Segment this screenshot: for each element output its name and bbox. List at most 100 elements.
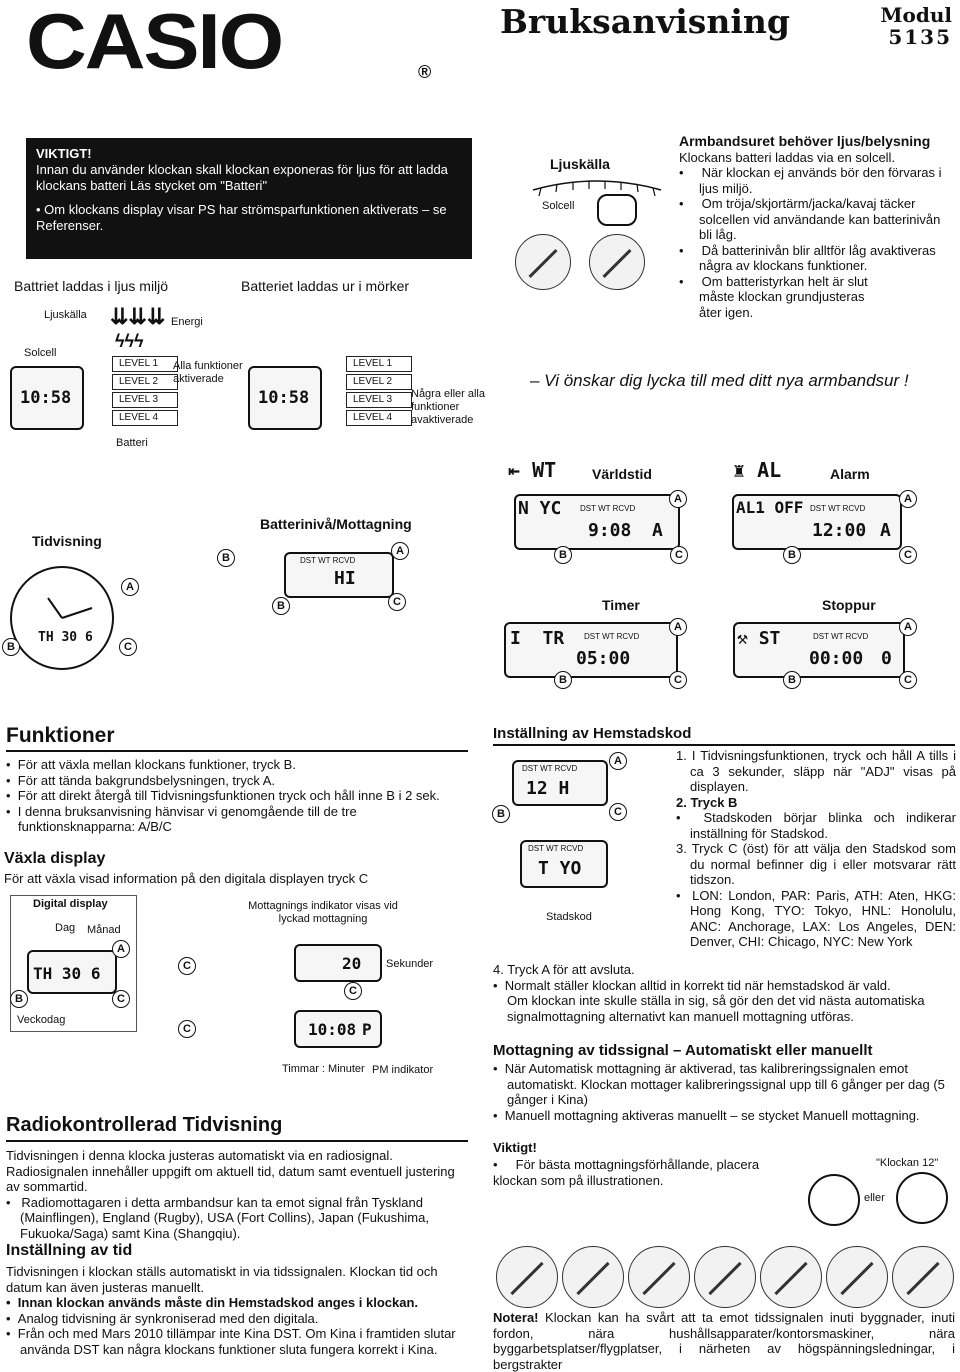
button-c[interactable]: C: [119, 638, 137, 656]
button-b[interactable]: B: [272, 597, 290, 615]
level-3: LEVEL 3: [112, 392, 178, 408]
no-construction-icon: [694, 1246, 756, 1308]
solcell-label: Solcell: [542, 200, 575, 212]
button-b[interactable]: B: [217, 549, 235, 567]
hi-display: HI: [334, 568, 356, 589]
button-c[interactable]: C: [178, 957, 196, 975]
level-4: LEVEL 4: [346, 410, 412, 426]
button-a[interactable]: A: [609, 752, 627, 770]
alarm-label-display: AL1 OFF: [736, 498, 804, 517]
button-b[interactable]: B: [783, 671, 801, 689]
strap-section: Armbandsuret behöver ljus/belysning Kloc…: [679, 133, 954, 320]
home-city-label: Stadskod: [546, 911, 592, 923]
pm-indicator-label: PM indikator: [372, 1064, 434, 1076]
button-c[interactable]: C: [609, 803, 627, 821]
no-appliance-icon: [628, 1246, 690, 1308]
warning-title: VIKTIGT!: [36, 146, 92, 161]
step-4: 4. Tryck A för att avsluta.: [493, 962, 635, 977]
reception-indicator-note: Mottagnings indikator visas vid lyckad m…: [248, 900, 398, 925]
city-codes: • LON: London, PAR: Paris, ATH: Aten, HK…: [676, 887, 956, 950]
mode-timer: Timer: [602, 597, 640, 613]
button-c[interactable]: C: [112, 990, 130, 1008]
mode-timekeeping: Tidvisning: [32, 533, 102, 549]
button-b[interactable]: B: [554, 546, 572, 564]
mottagning-title: Mottagning av tidssignal – Automatiskt e…: [493, 1042, 873, 1059]
no-vehicle-icon: [562, 1246, 624, 1308]
vaxla-text: För att växla visad information på den d…: [4, 871, 369, 886]
divider: [493, 744, 955, 746]
vaxla-title: Växla display: [4, 850, 106, 867]
modul-word: Modul: [880, 3, 952, 27]
day-month-display: TH 30 6: [27, 950, 117, 994]
button-b[interactable]: B: [492, 805, 510, 823]
light-source-illustration: Ljuskälla Solcell: [515, 150, 665, 300]
button-b[interactable]: B: [2, 638, 20, 656]
button-a[interactable]: A: [669, 618, 687, 636]
battery-levels-discharged: LEVEL 1 LEVEL 2 LEVEL 3 LEVEL 4: [346, 356, 412, 428]
button-a[interactable]: A: [391, 542, 409, 560]
button-a[interactable]: A: [899, 618, 917, 636]
button-c[interactable]: C: [899, 546, 917, 564]
divider: [6, 750, 468, 752]
page-title: Bruksanvisning: [500, 2, 790, 41]
button-c[interactable]: C: [178, 1020, 196, 1038]
modul-label: Modul 5135: [880, 4, 952, 48]
button-a[interactable]: A: [121, 578, 139, 596]
light-source-label: Ljuskälla: [44, 309, 87, 321]
button-b[interactable]: B: [554, 671, 572, 689]
installning-tid-title: Inställning av tid: [6, 1242, 133, 1259]
button-b[interactable]: B: [783, 546, 801, 564]
warning-line2: Läs stycket om "Batteri": [129, 178, 268, 193]
all-active-label: Alla funktioner aktiverade: [173, 360, 243, 385]
list-item: • Om tröja/skjortärm/jacka/kavaj täcker …: [679, 196, 941, 242]
digital-display-diagram: Digital display Dag Månad TH 30 6 Veckod…: [10, 895, 137, 1032]
dark-charge-title: Batteriet laddas ur i mörker: [241, 278, 410, 294]
list-item: • Då batterinivån blir alltför låg avakt…: [679, 242, 936, 274]
normal-note-cont: Om klockan inte skulle ställa in sig, så…: [507, 993, 925, 1024]
battery-levels-charged: LEVEL 1 LEVEL 2 LEVEL 3 LEVEL 4: [112, 356, 178, 428]
solar-cell-label: Solcell: [24, 347, 57, 359]
dst-indicator: DST WT RCVD: [522, 764, 578, 773]
digital-display-label: Digital display: [33, 898, 108, 910]
stopwatch-display: ⚒ ST DST WT RCVD 00:00 0: [733, 622, 905, 678]
watch-position-icon: [896, 1172, 948, 1224]
list-item: • För att växla mellan klockans funktion…: [6, 757, 296, 772]
month-label: Månad: [87, 924, 121, 936]
radio-paragraph: Tidvisningen i denna klocka justeras aut…: [6, 1148, 455, 1194]
button-a[interactable]: A: [899, 490, 917, 508]
list-item: • När Automatisk mottagning är aktiverad…: [493, 1061, 945, 1107]
button-c[interactable]: C: [670, 546, 688, 564]
installning-tid-paragraph: Tidvisningen i klockan ställs automatisk…: [6, 1264, 438, 1295]
no-building-icon: [496, 1246, 558, 1308]
radio-bullet: • Radiomottagaren i detta armbandsur kan…: [6, 1194, 429, 1241]
button-c[interactable]: C: [344, 982, 362, 1000]
button-c[interactable]: C: [899, 671, 917, 689]
button-a[interactable]: A: [112, 940, 130, 958]
no-sleeve-watch-icon: [589, 234, 645, 290]
battery-receive-display: DST WT RCVD HI: [284, 552, 394, 598]
watch-icon: [597, 194, 637, 226]
mode-stopwatch: Stoppur: [822, 597, 876, 613]
watch-hands-icon: [47, 597, 93, 619]
no-powerline-icon: [760, 1246, 822, 1308]
strap-intro: Klockans batteri laddas via en solcell.: [679, 149, 896, 165]
warning-box: VIKTIGT! Innan du använder klockan skall…: [26, 138, 472, 259]
sun-rays-icon: ⇊⇊⇊: [110, 304, 166, 329]
list-item: • Manuell mottagning aktiveras manuellt …: [493, 1107, 920, 1123]
button-b[interactable]: B: [10, 990, 28, 1008]
step-3: 3. Tryck C (öst) för att välja den Stads…: [676, 841, 956, 887]
button-c[interactable]: C: [669, 671, 687, 689]
time-display: 10:08 P: [294, 1010, 382, 1048]
button-c[interactable]: C: [388, 593, 406, 611]
no-mountain-icon: [826, 1246, 888, 1308]
button-a[interactable]: A: [669, 490, 687, 508]
world-time-display: N YC DST WT RCVD 9:08 A: [514, 494, 680, 550]
dst-indicator: DST WT RCVD: [810, 504, 866, 513]
list-item: • Innan klockan används måste din Hemsta…: [6, 1295, 419, 1310]
warning-line1: Innan du använder klockan skall klockan …: [36, 162, 448, 193]
mode-alarm: Alarm: [830, 466, 870, 482]
day-date-display: TH 30 6: [38, 630, 93, 645]
day-label: Dag: [55, 922, 76, 934]
step-2: 2. Tryck B: [676, 794, 738, 810]
time-value: 10:08: [308, 1020, 357, 1039]
